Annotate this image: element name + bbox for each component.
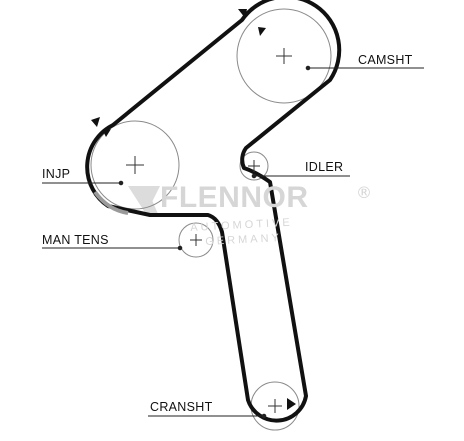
rotation-arrow-icon <box>238 9 247 18</box>
crosshair-icon <box>276 48 292 64</box>
crosshair-icon <box>126 156 144 174</box>
label-cransht: CRANSHT <box>150 400 213 414</box>
label-man-tens: MAN TENS <box>42 233 109 247</box>
leader-man-tens <box>42 245 183 251</box>
watermark-registered-mark: ® <box>356 183 372 202</box>
watermark-brand: FLENNOR <box>160 181 309 214</box>
rotation-arrow-icon <box>287 398 296 410</box>
label-camsht: CAMSHT <box>358 53 413 67</box>
idler-pulley <box>239 151 269 181</box>
leader-camsht <box>305 65 424 71</box>
crosshair-icon <box>268 399 282 413</box>
leader-injp <box>42 180 124 186</box>
rotation-arrow-icon <box>258 27 266 36</box>
injection-pump-pulley <box>90 120 180 210</box>
manual-tensioner-pulley <box>178 222 214 258</box>
belt-grey-segment <box>93 190 129 215</box>
crosshair-icon <box>190 234 202 246</box>
label-idler: IDLER <box>305 160 344 174</box>
watermark-logo-icon <box>128 186 160 214</box>
camshaft-pulley <box>236 8 332 104</box>
label-injp: INJP <box>42 167 71 181</box>
leader-idler <box>251 173 350 179</box>
leader-cransht <box>148 413 267 419</box>
crosshair-icon <box>248 160 260 172</box>
rotation-arrow-icon <box>103 129 111 137</box>
rotation-arrow-icon <box>91 117 100 127</box>
